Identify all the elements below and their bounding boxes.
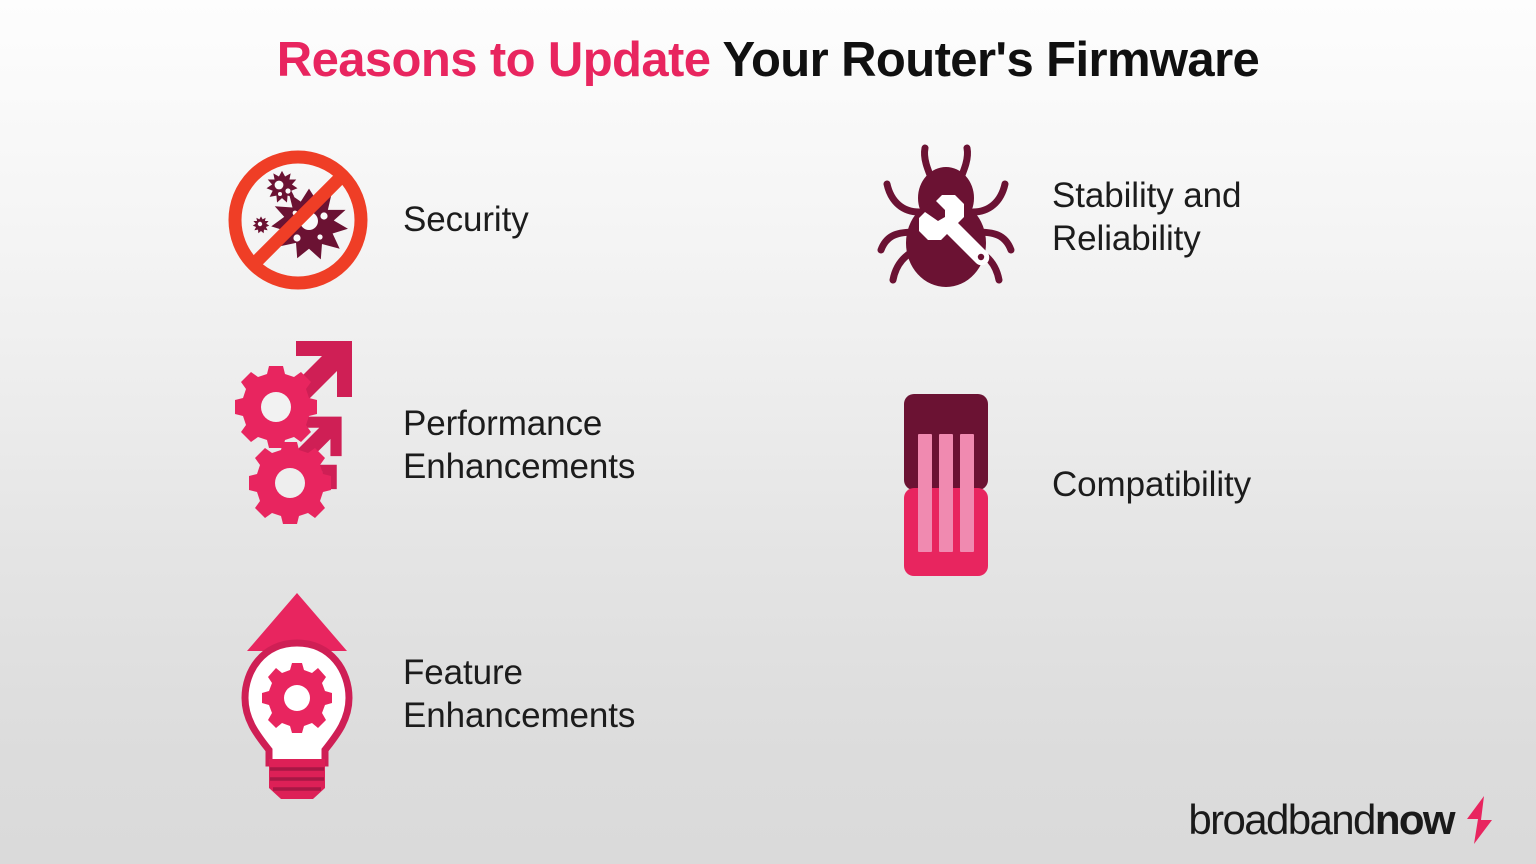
- broadbandnow-logo: broadbandnow: [1188, 796, 1496, 844]
- right-column: Stability and Reliability Compatibility: [870, 135, 1470, 610]
- no-virus-icon-svg: [228, 150, 367, 290]
- list-item-security: Security: [215, 140, 835, 300]
- page-title: Reasons to Update Your Router's Firmware: [0, 32, 1536, 88]
- lightning-bolt-icon: [1467, 796, 1492, 844]
- logo-text-light: broadband: [1188, 796, 1376, 843]
- no-virus-icon: [215, 145, 380, 295]
- list-item-feature: Feature Enhancements: [215, 575, 835, 815]
- list-item-label: Security: [403, 199, 529, 239]
- logo-text-bold: now: [1374, 796, 1456, 843]
- page-title-accent: Reasons to Update: [276, 33, 711, 87]
- bug-wrench-icon: [870, 140, 1022, 295]
- gears-growth-icon-svg: [234, 341, 352, 524]
- list-item-label: Feature Enhancements: [403, 653, 636, 735]
- gears-growth-icon: [215, 341, 380, 546]
- plug-connector-icon: [870, 383, 1022, 588]
- list-item-compatibility: Compatibility: [870, 360, 1470, 610]
- bug-wrench-icon-svg: [877, 144, 1015, 287]
- lightbulb-gear-arrow-icon: [215, 583, 380, 808]
- list-item-label: Performance Enhancements: [403, 403, 636, 486]
- left-column: Security: [215, 140, 835, 815]
- list-item-stability: Stability and Reliability: [870, 135, 1470, 300]
- page-title-dark: Your Router's Firmware: [710, 33, 1260, 87]
- list-item-label: Stability and Reliability: [1052, 175, 1242, 258]
- lightbulb-gear-arrow-icon-svg: [241, 593, 353, 799]
- plug-connector-icon-svg: [904, 394, 988, 576]
- list-item-label: Compatibility: [1052, 464, 1252, 504]
- list-item-performance: Performance Enhancements: [215, 328, 835, 563]
